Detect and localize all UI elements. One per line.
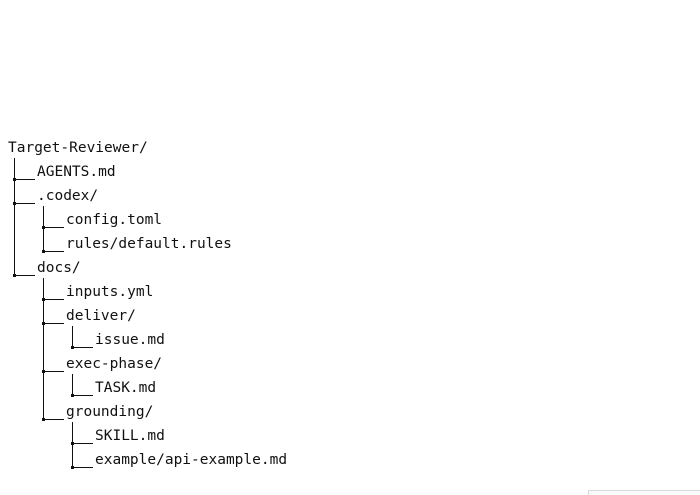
tree-connector [43,251,64,252]
tree-node-label: rules/default.rules [66,236,232,252]
tree-connector [72,347,93,348]
tree-node-label: AGENTS.md [37,164,116,180]
tree-node-label: TASK.md [95,380,157,396]
tree-connector [43,227,64,228]
tree-trunk [43,206,44,252]
tree-connector [72,443,93,444]
tree-node-label: .codex/ [37,188,99,204]
tree-trunk [14,158,15,276]
tree-trunk [72,374,73,396]
tree-connector [14,275,35,276]
tree-node-label: SKILL.md [95,428,165,444]
tree-connector [72,467,93,468]
tree-node-label: deliver/ [66,308,136,324]
tree-trunk [43,278,44,420]
tree-trunk [72,326,73,348]
tree-connector [72,395,93,396]
tree-trunk [72,422,73,468]
tree-connector [43,299,64,300]
tree-connector [43,419,64,420]
tree-node-label: issue.md [95,332,165,348]
tree-node-label: config.toml [66,212,163,228]
tree-node-label: exec-phase/ [66,356,163,372]
tree-connector [43,323,64,324]
scrollbar-stub[interactable] [588,490,700,495]
tree-root-label: Target-Reviewer/ [8,140,148,156]
tree-connector [14,179,35,180]
tree-connector [43,371,64,372]
tree-node-label: example/api-example.md [95,452,288,468]
tree-node-label: docs/ [37,260,81,276]
tree-node-label: inputs.yml [66,284,154,300]
tree-connector [14,203,35,204]
tree-node-label: grounding/ [66,404,154,420]
